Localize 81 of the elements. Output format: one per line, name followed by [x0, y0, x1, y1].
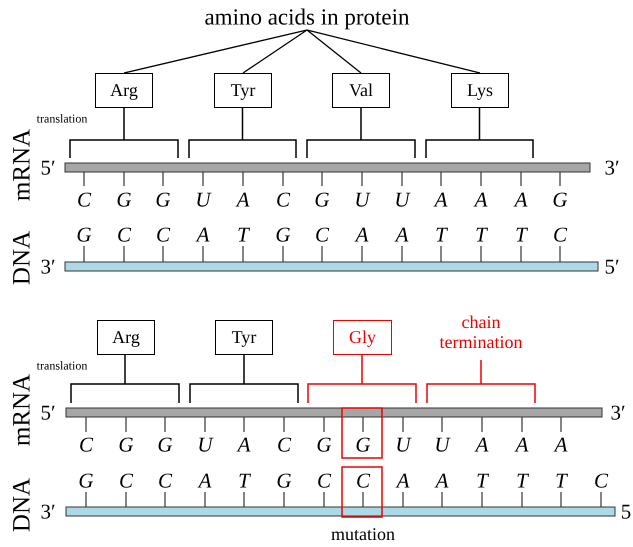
base-letter: A: [514, 188, 528, 212]
base-letter: C: [317, 469, 331, 493]
annotation-text: chain termination: [438, 313, 524, 353]
annotation-text: mutation: [331, 525, 395, 545]
base-letter: T: [555, 469, 567, 493]
base-letter: T: [475, 223, 487, 247]
base-letter: U: [195, 188, 211, 212]
connector-line: [306, 29, 480, 74]
heading-text: amino acids in protein: [204, 4, 410, 30]
base-letter: G: [314, 188, 330, 212]
base-letter: G: [316, 433, 332, 457]
base-letter: A: [396, 223, 408, 247]
amino-acid-box: Tyr: [215, 320, 273, 355]
base-letter: C: [553, 223, 567, 247]
base-letter: G: [355, 433, 371, 457]
base-letter: C: [315, 223, 329, 247]
connector-line: [124, 29, 308, 74]
connector-line: [242, 29, 308, 74]
base-letter: T: [237, 223, 249, 247]
amino-acid-box: Val: [332, 73, 390, 108]
base-letter: T: [476, 469, 488, 493]
amino-acid-box: Lys: [451, 73, 509, 108]
base-letter: T: [238, 469, 250, 493]
base-letter: G: [552, 188, 568, 212]
base-letter: G: [157, 433, 173, 457]
amino-acid-box: Arg: [97, 320, 155, 355]
strand-end-label: 3′: [40, 255, 56, 279]
amino-acid-box: Gly: [333, 320, 392, 355]
strand-name: DNA: [8, 478, 36, 532]
base-letter: A: [196, 223, 210, 247]
base-letter: U: [434, 433, 450, 457]
strand-name: DNA: [8, 230, 36, 286]
base-letter: C: [594, 469, 608, 493]
strand-name: mRNA: [8, 374, 36, 446]
base-letter: C: [79, 433, 93, 457]
base-letter: C: [158, 469, 172, 493]
base-letter: G: [78, 469, 94, 493]
base-letter: T: [516, 469, 528, 493]
amino-acid-box: Arg: [95, 73, 153, 108]
base-letter: T: [515, 223, 527, 247]
strand-end-label: 5′: [40, 156, 56, 180]
base-letter: A: [236, 188, 250, 212]
base-letter: A: [474, 188, 488, 212]
strand-name: mRNA: [8, 128, 36, 202]
base-letter: C: [276, 188, 290, 212]
base-letter: G: [76, 223, 92, 247]
base-letter: A: [396, 469, 410, 493]
base-letter: G: [116, 188, 132, 212]
base-letter: A: [198, 469, 212, 493]
base-letter: C: [119, 469, 133, 493]
base-letter: A: [238, 433, 250, 457]
base-letter: A: [434, 188, 448, 212]
base-letter: G: [118, 433, 134, 457]
base-letter: U: [394, 188, 410, 212]
connector-line: [306, 30, 362, 74]
base-letter: A: [554, 433, 568, 457]
base-letter: C: [277, 433, 291, 457]
base-letter: U: [395, 433, 411, 457]
base-letter: C: [77, 188, 91, 212]
amino-acid-box: Tyr: [214, 73, 272, 108]
base-letter: G: [275, 223, 291, 247]
base-letter: C: [356, 469, 370, 493]
strand-end-label: 5: [620, 500, 632, 524]
annotation-text: translation: [36, 112, 88, 126]
base-letter: A: [476, 433, 488, 457]
strand-end-label: 5′: [604, 255, 620, 279]
base-letter: C: [117, 223, 131, 247]
base-letter: C: [156, 223, 170, 247]
base-letter: T: [435, 223, 447, 247]
strand-end-label: 3′: [610, 401, 626, 425]
base-letter: A: [356, 223, 368, 247]
strand-end-label: 5′: [40, 401, 56, 425]
base-letter: A: [436, 469, 448, 493]
base-letter: U: [354, 188, 370, 212]
base-letter: U: [197, 433, 213, 457]
annotation-text: translation: [36, 359, 88, 373]
base-letter: G: [155, 188, 171, 212]
base-letter: A: [516, 433, 528, 457]
strand-end-label: 3′: [604, 156, 620, 180]
base-letter: G: [276, 469, 292, 493]
strand-end-label: 3′: [40, 500, 56, 524]
